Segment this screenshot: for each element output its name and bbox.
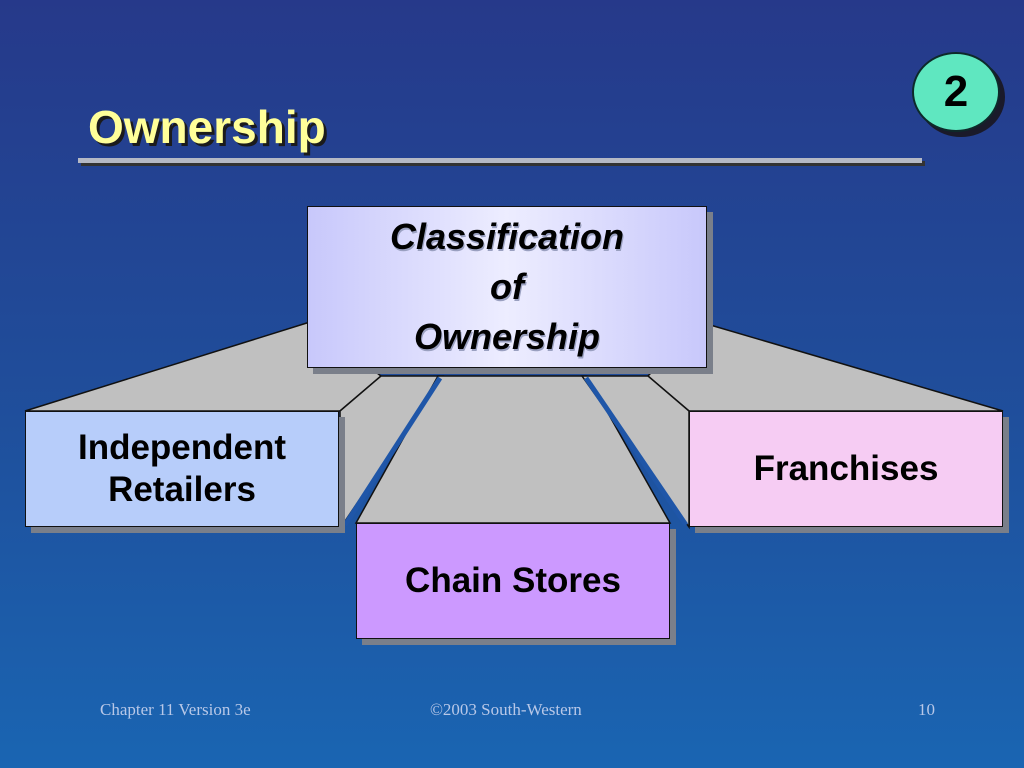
footer-copyright: ©2003 South-Western: [430, 700, 582, 719]
independent-label-line2: Retailers: [108, 470, 256, 509]
title-underline: [78, 158, 922, 163]
root-label-line3: Ownership: [413, 316, 601, 357]
footer-chapter: Chapter 11 Version 3e: [100, 700, 251, 719]
independent-retailers-box: Independent Retailers: [25, 411, 339, 527]
franchises-box: Franchises: [689, 411, 1003, 527]
chain-stores-box: Chain Stores: [356, 523, 670, 639]
root-label-line2: of: [490, 266, 524, 307]
slide-number-badge: 2: [912, 52, 1000, 132]
classification-root-box: Classification of Ownership: [307, 206, 707, 368]
root-label-line1: Classification: [389, 216, 625, 257]
slide-title: Ownership: [88, 101, 326, 153]
footer-page-number: 10: [918, 700, 935, 719]
franchises-label: Franchises: [753, 449, 939, 488]
chain-stores-label: Chain Stores: [405, 561, 621, 600]
connector-to-chain: [354, 375, 672, 524]
independent-label-line1: Independent: [77, 428, 287, 467]
